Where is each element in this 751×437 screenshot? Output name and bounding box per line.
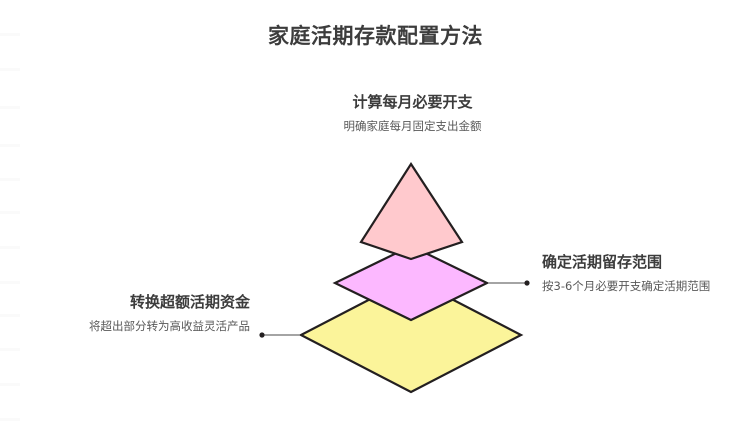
label-right-desc: 按3-6个月必要开支确定活期范围 (542, 279, 711, 293)
label-bottom-layer: 转换超额活期资金 将超出部分转为高收益灵活产品 (28, 292, 250, 335)
label-right-title: 确定活期留存范围 (542, 253, 663, 271)
label-left-title: 转换超额活期资金 (129, 293, 250, 311)
connector-dot-left (259, 332, 265, 338)
pyramid-layer-bottom[interactable] (298, 276, 524, 394)
pyramid-layer-top[interactable] (359, 161, 464, 261)
page-title: 家庭活期存款配置方法 (268, 24, 483, 48)
label-top-layer: 计算每月必要开支 明确家庭每月固定支出金额 (260, 92, 565, 135)
connector-dot-right (524, 280, 530, 286)
label-top-desc: 明确家庭每月固定支出金额 (343, 119, 482, 133)
label-left-desc: 将超出部分转为高收益灵活产品 (89, 319, 250, 333)
label-top-title: 计算每月必要开支 (352, 93, 473, 111)
pyramid-layer-middle[interactable] (332, 244, 490, 322)
label-middle-layer: 确定活期留存范围 按3-6个月必要开支确定活期范围 (542, 252, 722, 295)
